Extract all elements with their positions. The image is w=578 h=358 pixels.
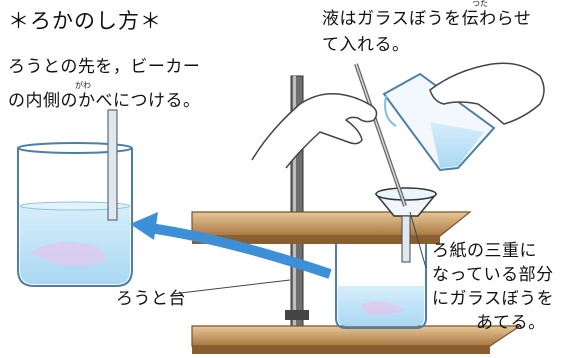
funnel-stem (107, 109, 118, 221)
label-funnel-stand: ろうと台 (116, 289, 186, 309)
blue-arrow (149, 223, 332, 279)
note-top-ruby: つた (472, 0, 488, 8)
note-top-line1: 液はガラスぼうを伝わらせ (322, 9, 532, 29)
note-left-line2: の内側のかべにつける。 (8, 91, 201, 111)
hand-right (429, 62, 545, 125)
note-left-ruby: がわ (75, 81, 91, 90)
note-right-line3: にガラスぼうを (432, 289, 555, 309)
left-beaker (17, 109, 133, 287)
note-right-line4: あてる。 (476, 313, 546, 333)
leader-line-filter (409, 211, 427, 269)
hand-left (251, 92, 378, 169)
right-beaker (335, 244, 427, 329)
lower-shelf (191, 325, 522, 354)
page-title: ＊ろかのし方＊ (8, 9, 162, 33)
residue-swirl (30, 242, 105, 266)
upper-shelf (191, 211, 472, 244)
note-left-line1: ろうとの先を，ビーカー (8, 57, 201, 77)
note-right-line1: ろ紙の三重に (432, 241, 537, 261)
note-right-line2: なっている部分 (432, 265, 554, 285)
note-top-line2: て入れる。 (322, 35, 410, 55)
leader-line-stand (171, 279, 291, 295)
pouring-beaker (382, 72, 496, 172)
